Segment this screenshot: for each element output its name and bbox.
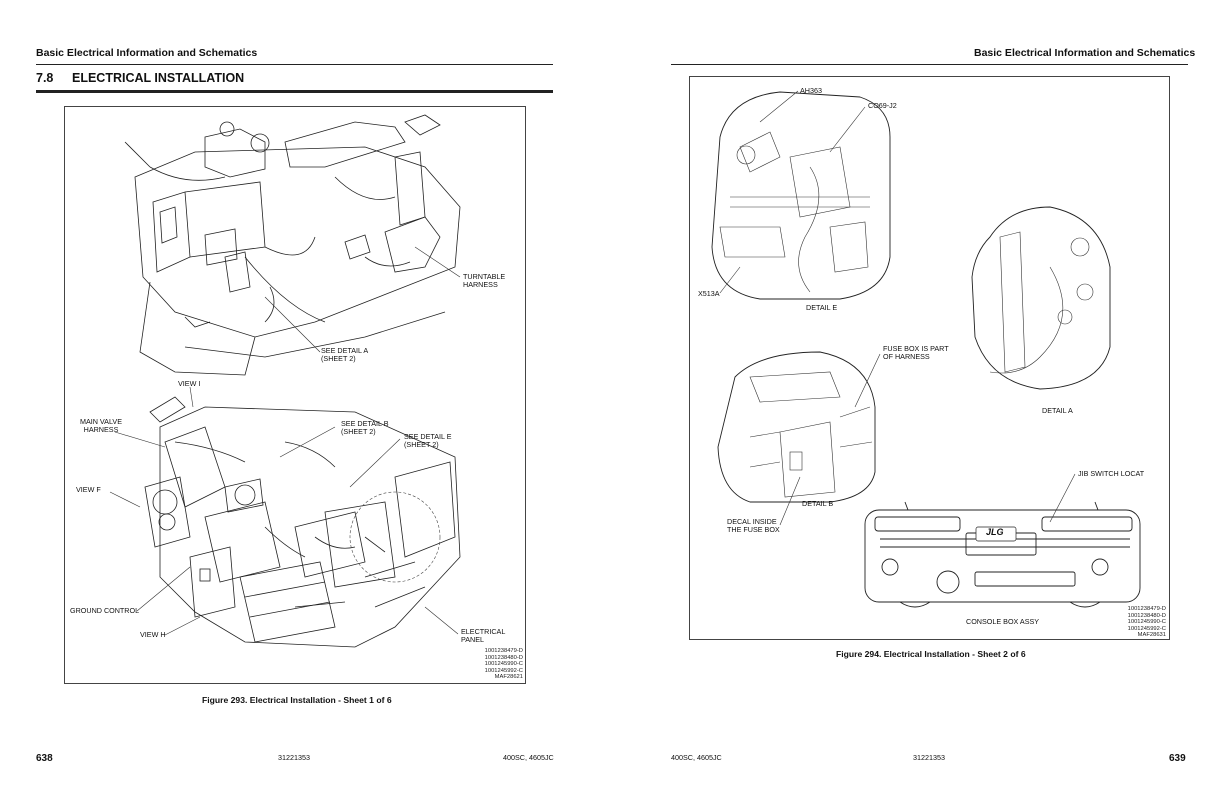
right-header-rule (671, 64, 1188, 65)
left-running-header: Basic Electrical Information and Schemat… (36, 47, 258, 59)
callout-detail-a: DETAIL A (1042, 406, 1073, 415)
callout-see-detail-a: SEE DETAIL A (SHEET 2) (321, 346, 369, 363)
part-number: MAF28631 (1137, 632, 1166, 638)
figure-294-frame: AH363 CO69-J2 X513A DETAIL E FUSE BOX IS… (689, 76, 1170, 640)
figure-294-drawing (711, 90, 1141, 608)
figure-293-frame: TURNTABLE HARNESS SEE DETAIL A (SHEET 2)… (64, 106, 526, 684)
figure-293-caption: Figure 293. Electrical Installation - Sh… (202, 695, 392, 705)
callout-electrical-panel: ELECTRICAL PANEL (461, 627, 506, 644)
section-title: ELECTRICAL INSTALLATION (72, 71, 245, 85)
right-page-number: 639 (1169, 753, 1186, 764)
callout-turntable-harness: TURNTABLE HARNESS (463, 272, 506, 289)
callout-main-valve-harness: MAIN VALVE HARNESS (79, 417, 123, 434)
callout-co69-j2: CO69-J2 (868, 101, 897, 110)
left-page-number: 638 (36, 753, 53, 764)
right-models: 400SC, 4605JC (671, 753, 722, 762)
part-number: 1001238480-D (484, 654, 523, 661)
callout-view-f: VIEW F (76, 485, 101, 494)
jlg-logo: JLG (986, 527, 1004, 537)
right-doc-number: 31221353 (913, 753, 945, 762)
right-running-header: Basic Electrical Information and Schemat… (974, 47, 1196, 59)
section-title-rule (36, 90, 553, 93)
callout-x513a: X513A (698, 289, 720, 298)
callout-view-i: VIEW I (178, 379, 201, 388)
callout-see-detail-e: SEE DETAIL E (SHEET 2) (404, 432, 452, 449)
callout-see-detail-b: SEE DETAIL B (SHEET 2) (341, 419, 389, 436)
part-number: 1001238480-D (1127, 612, 1166, 619)
part-number: 1001238479-D (484, 648, 523, 654)
callout-view-h: VIEW H (140, 630, 166, 639)
callout-ground-control: GROUND CONTROL (70, 606, 140, 615)
figure-293-drawing (109, 114, 461, 648)
callout-decal-inside: DECAL INSIDE THE FUSE BOX (727, 517, 780, 534)
left-models: 400SC, 4605JC (503, 753, 554, 762)
left-doc-number: 31221353 (278, 753, 310, 762)
part-numbers-fig293: 1001238479-D 1001238480-D 1001245990-C 1… (465, 648, 523, 681)
callout-console-box-assy: CONSOLE BOX ASSY (966, 617, 1040, 626)
callout-jib-switch: JIB SWITCH LOCAT (1078, 469, 1145, 478)
part-number: 1001245992-C (484, 667, 523, 674)
part-number: MAF28621 (494, 674, 523, 680)
part-numbers-fig294: 1001238479-D 1001238480-D 1001245990-C 1… (1108, 606, 1166, 639)
figure-294-caption: Figure 294. Electrical Installation - Sh… (836, 649, 1026, 659)
callout-detail-e: DETAIL E (806, 303, 838, 312)
section-number: 7.8 (36, 71, 54, 85)
part-number: 1001245992-C (1127, 625, 1166, 632)
part-number: 1001245990-C (1127, 619, 1166, 625)
left-header-rule (36, 64, 553, 65)
part-number: 1001245990-C (484, 661, 523, 667)
callout-detail-b: DETAIL B (802, 499, 834, 508)
callout-ah363: AH363 (800, 86, 822, 95)
part-number: 1001238479-D (1127, 606, 1166, 612)
callout-fuse-box-part: FUSE BOX IS PART OF HARNESS (883, 344, 949, 361)
